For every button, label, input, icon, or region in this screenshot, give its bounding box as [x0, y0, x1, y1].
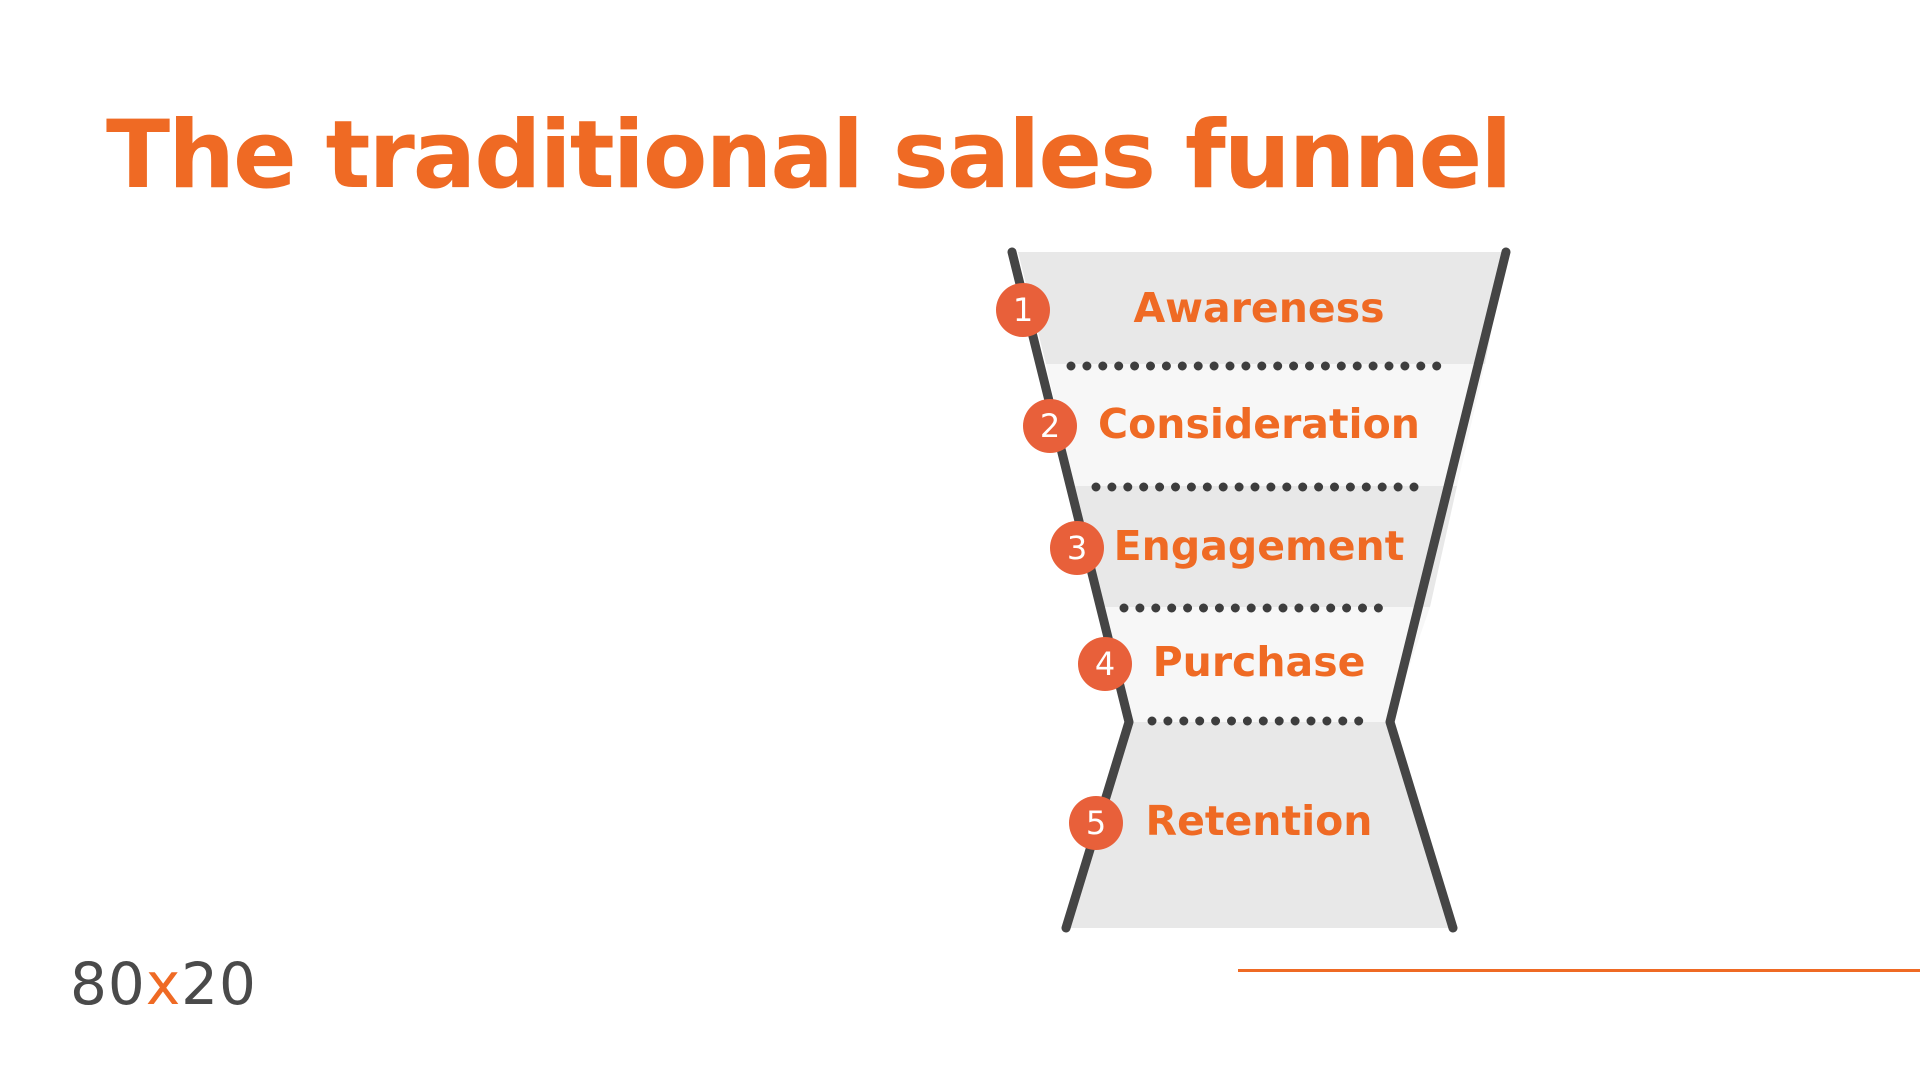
funnel-stage-engagement: 3 Engagement — [1050, 521, 1404, 575]
stage-number: 5 — [1086, 804, 1106, 842]
page-title: The traditional sales funnel — [106, 101, 1512, 210]
stage-number: 3 — [1067, 529, 1087, 567]
stage-number: 4 — [1095, 645, 1115, 683]
funnel-stage-retention: 5 Retention — [1069, 796, 1372, 850]
logo-right: 20 — [181, 950, 257, 1018]
stage-label-purchase: Purchase — [1153, 638, 1366, 686]
funnel-band-purchase — [1101, 607, 1430, 722]
funnel-stage-consideration: 2 Consideration — [1023, 399, 1420, 453]
stage-label-retention: Retention — [1146, 797, 1373, 845]
stage-number-badge — [1078, 637, 1132, 691]
stage-number-badge — [1050, 521, 1104, 575]
funnel-band-consideration — [1046, 364, 1485, 486]
logo-x: x — [145, 950, 182, 1018]
stage-label-engagement: Engagement — [1114, 522, 1405, 570]
stage-label-awareness: Awareness — [1133, 284, 1384, 332]
funnel-right-outline — [1385, 247, 1511, 933]
stage-label-consideration: Consideration — [1098, 400, 1420, 448]
stage-number: 1 — [1013, 291, 1033, 329]
funnel-band-awareness — [1018, 252, 1506, 364]
stage-number: 2 — [1040, 407, 1060, 445]
company-logo: 80x20 — [70, 955, 257, 1013]
funnel-band-engagement — [1074, 486, 1457, 607]
funnel-stage-awareness: 1 Awareness — [996, 283, 1385, 337]
stage-number-badge — [996, 283, 1050, 337]
funnel-stage-purchase: 4 Purchase — [1078, 637, 1365, 691]
logo-left: 80 — [70, 950, 146, 1018]
stage-number-badge — [1069, 796, 1123, 850]
stage-number-badge — [1023, 399, 1077, 453]
funnel-band-retention — [1066, 722, 1453, 928]
accent-divider-line — [1238, 969, 1920, 972]
